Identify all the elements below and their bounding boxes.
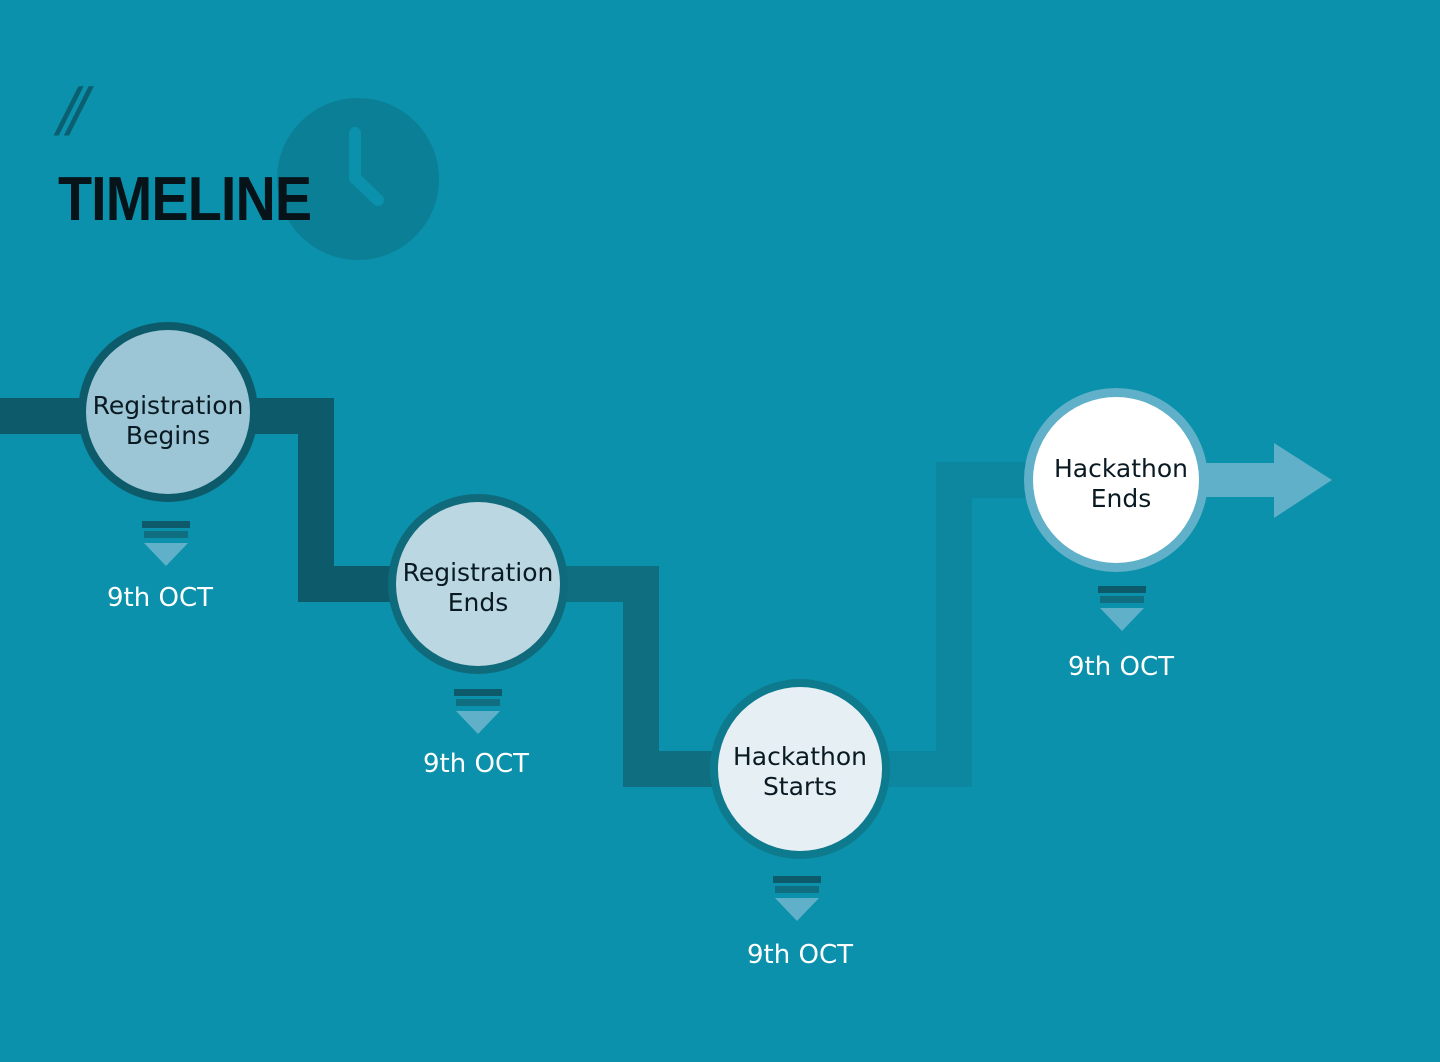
timeline-node-4-date: 9th OCT — [1068, 652, 1174, 682]
timeline-path-segment-3 — [884, 462, 1030, 787]
node-title-line-2: Starts — [762, 772, 838, 801]
chevron-down-icon — [454, 689, 502, 734]
timeline-path-segment-2 — [560, 566, 712, 787]
clock-icon — [277, 98, 439, 260]
arrow-right-icon — [1200, 443, 1332, 518]
chevron-down-icon — [1098, 586, 1146, 631]
node-title-line-2: Ends — [1090, 484, 1152, 513]
timeline-node-3-circle — [710, 679, 890, 859]
timeline-node-1-label: Registration Begins — [83, 391, 253, 451]
timeline-node-2-date: 9th OCT — [423, 749, 529, 779]
node-title-line-1: Hackathon — [1053, 454, 1188, 483]
chevron-down-icon — [773, 876, 821, 921]
timeline-node-1-circle — [78, 322, 258, 502]
timeline-node-3-date: 9th OCT — [747, 940, 853, 970]
timeline-node-1-date: 9th OCT — [107, 583, 213, 613]
node-title-line-1: Registration — [402, 558, 554, 587]
timeline-node-2-circle — [388, 494, 568, 674]
page-title: TIMELINE — [58, 165, 312, 234]
node-title-line-1: Hackathon — [732, 742, 867, 771]
timeline-node-2-label: Registration Ends — [393, 558, 563, 618]
timeline-node-3-label: Hackathon Starts — [715, 742, 885, 802]
node-title-line-2: Begins — [125, 421, 211, 450]
chevron-down-icon — [142, 521, 190, 566]
title-slashes: // — [58, 75, 89, 145]
node-title-line-1: Registration — [92, 391, 244, 420]
timeline-node-4-label: Hackathon Ends — [1036, 454, 1206, 514]
timeline-node-4-circle — [1024, 388, 1208, 572]
node-title-line-2: Ends — [447, 588, 509, 617]
